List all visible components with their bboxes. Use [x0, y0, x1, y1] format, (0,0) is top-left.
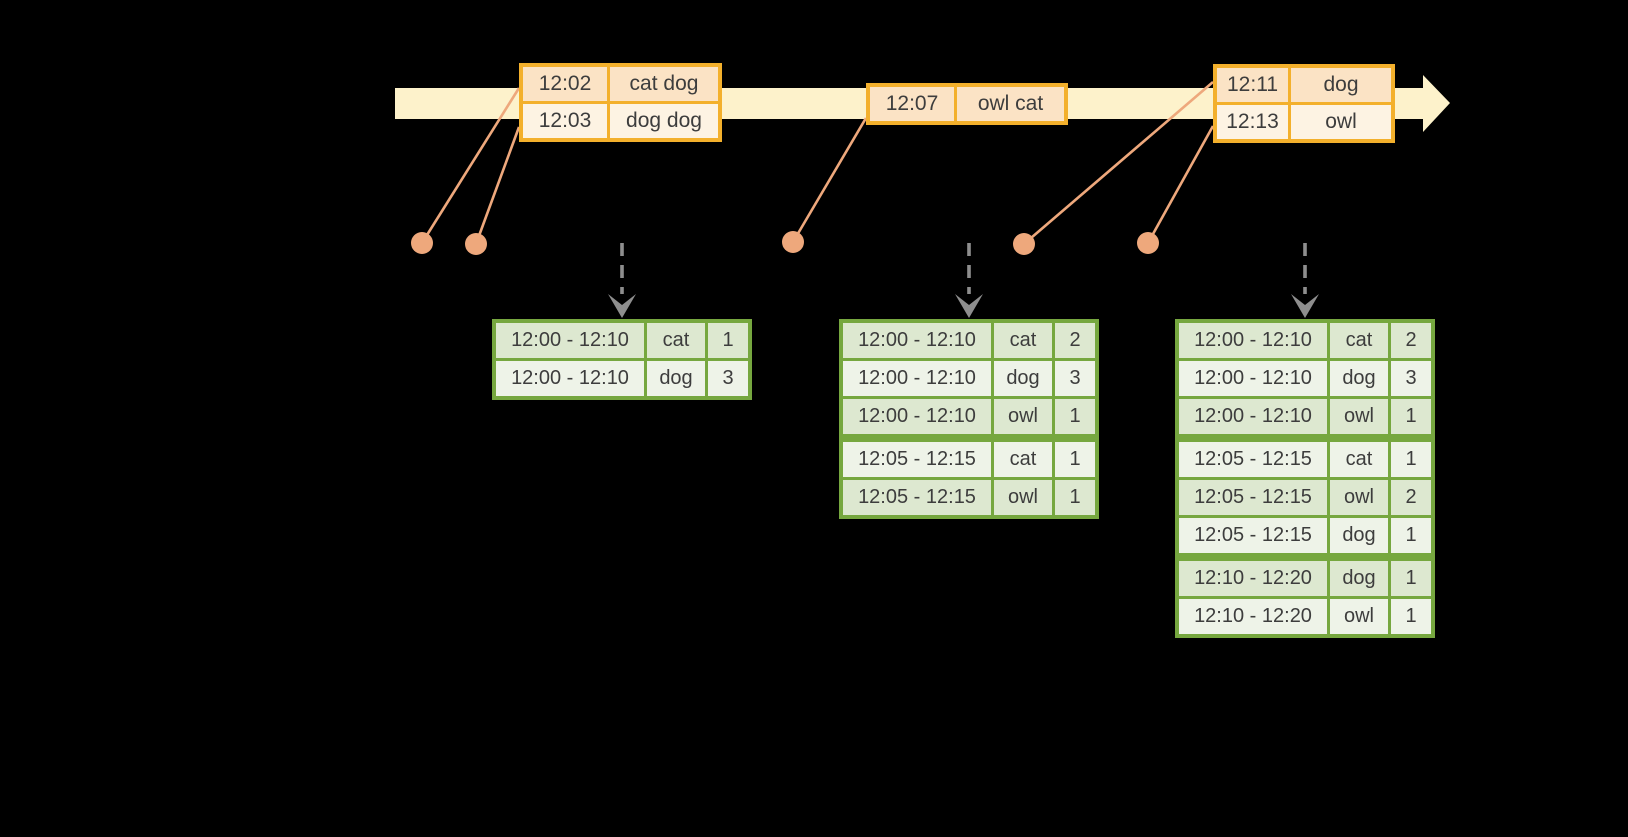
count-cell: 1 — [1391, 399, 1431, 434]
event-words-cell: cat dog — [610, 67, 718, 101]
window-cell: 12:00 - 12:10 — [843, 399, 991, 434]
window-cell: 12:05 - 12:15 — [1179, 480, 1327, 515]
count-cell: 1 — [1055, 480, 1095, 515]
count-cell: 2 — [1055, 323, 1095, 358]
count-cell: 1 — [1055, 442, 1095, 477]
connector-line — [420, 87, 521, 244]
word-cell: owl — [1330, 480, 1388, 515]
event-words-cell: dog dog — [610, 104, 718, 138]
count-cell: 2 — [1391, 480, 1431, 515]
count-cell: 1 — [708, 323, 748, 358]
event-time-cell: 12:03 — [523, 104, 607, 138]
event-time-cell: 12:02 — [523, 67, 607, 101]
count-cell: 3 — [1055, 361, 1095, 396]
count-cell: 1 — [1055, 399, 1095, 434]
word-cell: dog — [1330, 518, 1388, 553]
trigger-arrowhead-icon — [1291, 294, 1319, 318]
window-cell: 12:05 - 12:15 — [1179, 442, 1327, 477]
window-cell: 12:00 - 12:10 — [1179, 323, 1327, 358]
event-dot — [465, 233, 487, 255]
count-cell: 3 — [1391, 361, 1431, 396]
count-cell: 1 — [1391, 599, 1431, 634]
event-dot — [1137, 232, 1159, 254]
event-words-cell: owl cat — [957, 87, 1064, 121]
count-cell: 2 — [1391, 323, 1431, 358]
event-dot — [782, 231, 804, 253]
connector-line — [474, 126, 521, 245]
word-cell: dog — [1330, 361, 1388, 396]
window-cell: 12:00 - 12:10 — [1179, 399, 1327, 434]
count-cell: 3 — [708, 361, 748, 396]
window-cell: 12:00 - 12:10 — [496, 361, 644, 396]
window-cell: 12:00 - 12:10 — [843, 361, 991, 396]
window-cell: 12:10 - 12:20 — [1179, 561, 1327, 596]
timeline-arrowhead-icon — [1423, 75, 1450, 132]
window-cell: 12:05 - 12:15 — [1179, 518, 1327, 553]
window-cell: 12:00 - 12:10 — [1179, 361, 1327, 396]
connector-line — [1146, 125, 1215, 244]
event-time-cell: 12:07 — [870, 87, 954, 121]
word-cell: dog — [647, 361, 705, 396]
word-cell: cat — [1330, 442, 1388, 477]
word-cell: dog — [1330, 561, 1388, 596]
count-cell: 1 — [1391, 518, 1431, 553]
word-cell: cat — [994, 442, 1052, 477]
connector-line — [791, 117, 868, 243]
word-cell: owl — [994, 399, 1052, 434]
count-cell: 1 — [1391, 561, 1431, 596]
word-cell: owl — [1330, 399, 1388, 434]
trigger-arrowhead-icon — [608, 294, 636, 318]
connector-line — [1023, 81, 1214, 245]
trigger-arrowhead-icon — [955, 294, 983, 318]
window-cell: 12:10 - 12:20 — [1179, 599, 1327, 634]
window-cell: 12:00 - 12:10 — [843, 323, 991, 358]
count-cell: 1 — [1391, 442, 1431, 477]
word-cell: cat — [1330, 323, 1388, 358]
event-time-cell: 12:13 — [1217, 105, 1288, 139]
event-dot — [1013, 233, 1035, 255]
event-dot — [411, 232, 433, 254]
word-cell: owl — [994, 480, 1052, 515]
word-cell: dog — [994, 361, 1052, 396]
event-words-cell: dog — [1291, 68, 1391, 102]
window-cell: 12:05 - 12:15 — [843, 480, 991, 515]
event-time-cell: 12:11 — [1217, 68, 1288, 102]
word-cell: cat — [994, 323, 1052, 358]
word-cell: owl — [1330, 599, 1388, 634]
window-cell: 12:05 - 12:15 — [843, 442, 991, 477]
event-words-cell: owl — [1291, 105, 1391, 139]
window-cell: 12:00 - 12:10 — [496, 323, 644, 358]
word-cell: cat — [647, 323, 705, 358]
